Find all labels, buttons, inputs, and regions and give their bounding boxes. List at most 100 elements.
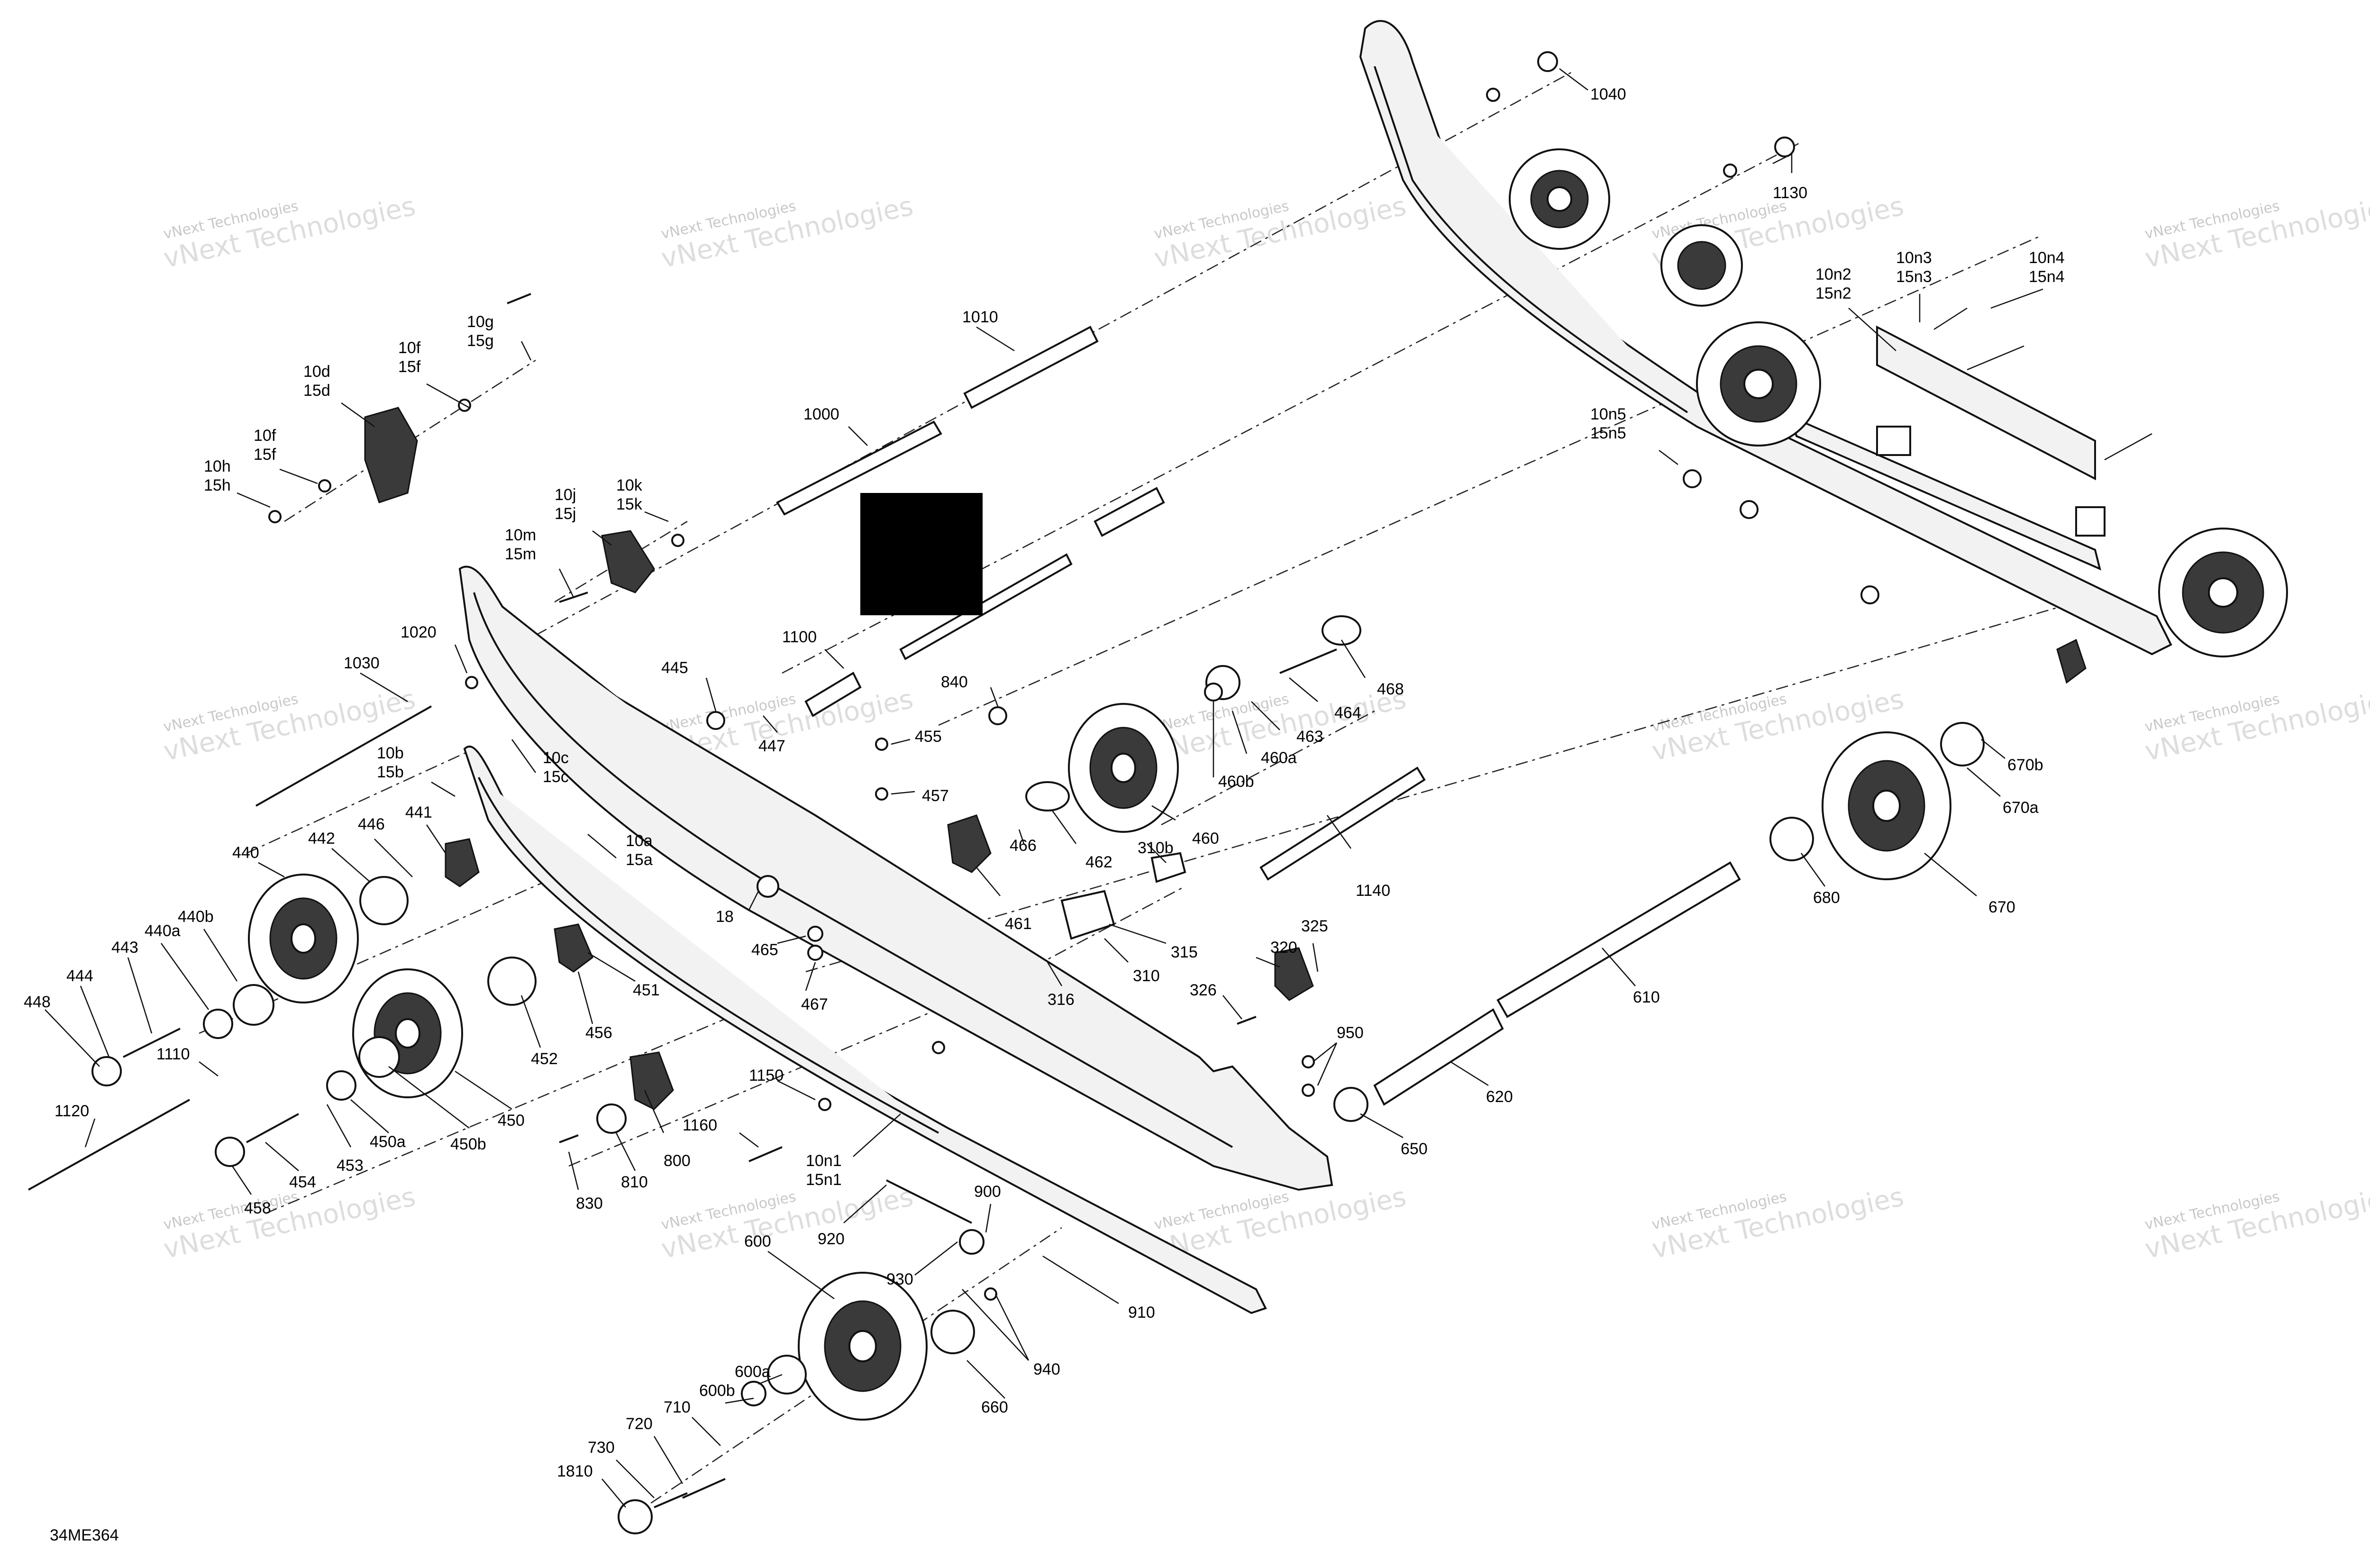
callout-670a: 670a xyxy=(2003,799,2039,817)
callout-930: 930 xyxy=(886,1270,913,1288)
callout-810: 810 xyxy=(621,1173,648,1191)
callout-line: 15n3 xyxy=(1896,268,1932,286)
redaction-block xyxy=(860,493,983,615)
callout-600a: 600a xyxy=(735,1363,771,1381)
callout-465: 465 xyxy=(751,941,778,959)
callout-950: 950 xyxy=(1337,1024,1364,1042)
leader-lines xyxy=(45,68,2043,1508)
diagram-code: 34ME364 xyxy=(50,1526,119,1544)
callout-448: 448 xyxy=(24,993,51,1011)
callout-452: 452 xyxy=(531,1050,558,1068)
callout-468: 468 xyxy=(1377,680,1404,698)
callout-1150: 1150 xyxy=(749,1067,784,1085)
callout-line: 15d xyxy=(303,382,330,400)
callout-440b: 440b xyxy=(178,908,214,926)
callout-326: 326 xyxy=(1190,981,1217,999)
callout-444: 444 xyxy=(66,967,93,985)
callout-line: 10g xyxy=(467,313,494,331)
callout-450a: 450a xyxy=(370,1133,406,1151)
callout-441: 441 xyxy=(405,803,432,821)
callout-600b: 600b xyxy=(699,1382,735,1400)
callout-620: 620 xyxy=(1486,1088,1513,1106)
callout-445: 445 xyxy=(661,659,688,677)
callout-446: 446 xyxy=(358,815,385,833)
shafts xyxy=(28,326,1741,1224)
wheel-460 xyxy=(1068,703,1179,833)
callout-line: 15n4 xyxy=(2029,268,2065,286)
callout-442: 442 xyxy=(308,830,335,848)
callout-line: 15m xyxy=(505,545,536,563)
callout-line: 10c xyxy=(543,749,569,767)
callout-460b: 460b xyxy=(1218,773,1254,791)
callout-1010: 1010 xyxy=(962,308,998,326)
callout-1160: 1160 xyxy=(683,1116,717,1134)
callout-line: 15c xyxy=(543,768,569,786)
brackets-and-fasteners xyxy=(91,293,1985,1534)
callout-900: 900 xyxy=(974,1183,1001,1201)
wheels xyxy=(248,703,1951,1421)
callout-800: 800 xyxy=(664,1152,691,1170)
callout-line: 15h xyxy=(204,476,231,494)
callout-line: 15b xyxy=(377,763,404,781)
callout-1120: 1120 xyxy=(55,1102,89,1120)
callout-610: 610 xyxy=(1633,988,1660,1006)
callout-line: 10f xyxy=(254,427,276,445)
callout-line: 10n2 xyxy=(1815,265,1851,283)
callout-660: 660 xyxy=(981,1398,1008,1416)
callout-line: 10n3 xyxy=(1896,249,1932,267)
callout-453: 453 xyxy=(337,1157,364,1175)
callout-line: 15n2 xyxy=(1815,284,1851,302)
callout-line: 10j xyxy=(555,486,576,504)
callout-464: 464 xyxy=(1334,704,1361,722)
callout-line: 15f xyxy=(254,446,276,464)
callout-325: 325 xyxy=(1301,917,1328,935)
callout-920: 920 xyxy=(818,1230,845,1248)
callout-1130: 1130 xyxy=(1773,184,1807,202)
callout-line: 10n4 xyxy=(2029,249,2065,267)
rear-hardware xyxy=(1486,51,2152,604)
callout-600: 600 xyxy=(744,1232,771,1250)
callout-line: 15a xyxy=(626,851,653,869)
callout-460: 460 xyxy=(1192,830,1219,848)
callout-458: 458 xyxy=(244,1199,271,1217)
callout-315: 315 xyxy=(1171,943,1198,961)
callout-line: 10m xyxy=(505,526,536,544)
callout-451: 451 xyxy=(633,981,660,999)
callout-line: 10k xyxy=(616,476,643,494)
callout-1140: 1140 xyxy=(1356,882,1390,900)
callout-462: 462 xyxy=(1085,853,1112,871)
callout-310: 310 xyxy=(1133,967,1160,985)
callout-720: 720 xyxy=(626,1415,653,1433)
callout-440: 440 xyxy=(232,844,259,862)
wheel-440 xyxy=(248,874,359,1003)
callout-1000: 1000 xyxy=(803,405,839,423)
callout-461: 461 xyxy=(1005,915,1032,933)
callout-840: 840 xyxy=(941,673,968,691)
callout-1020: 1020 xyxy=(401,623,437,641)
callout-line: 10n1 xyxy=(806,1152,842,1170)
callout-455: 455 xyxy=(915,728,942,746)
callout-670b: 670b xyxy=(2007,756,2043,774)
callout-line: 10n5 xyxy=(1590,405,1626,423)
callout-1030: 1030 xyxy=(344,654,380,672)
callout-454: 454 xyxy=(289,1173,316,1191)
callout-line: 15n1 xyxy=(806,1171,842,1189)
callout-456: 456 xyxy=(585,1024,612,1042)
callout-457: 457 xyxy=(922,787,949,805)
callout-440a: 440a xyxy=(145,922,181,940)
callout-443: 443 xyxy=(111,939,138,957)
assembly-axis-lines xyxy=(199,70,2110,1518)
wheel-670 xyxy=(1822,731,1951,880)
callout-710: 710 xyxy=(664,1398,691,1416)
